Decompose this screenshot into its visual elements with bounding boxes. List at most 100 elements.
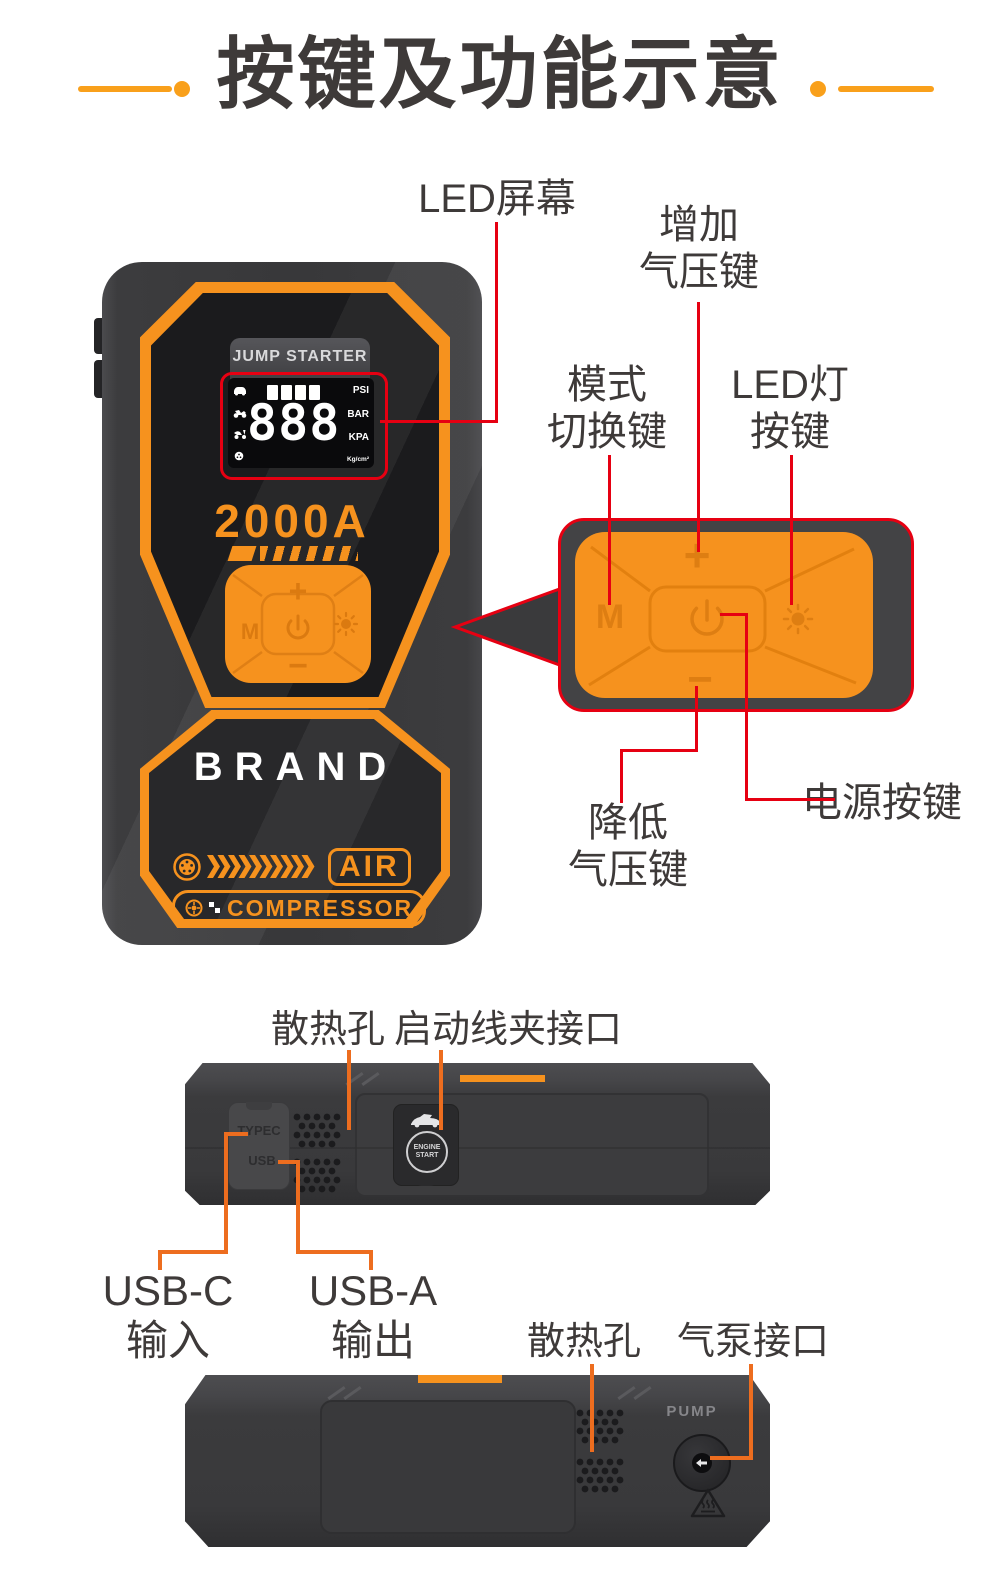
vent-holes	[576, 1409, 624, 1444]
front-plus-button: +	[289, 573, 308, 609]
side-orange-trim	[460, 1075, 545, 1082]
logo-air-text: AIR	[328, 848, 411, 886]
vent-holes	[293, 1158, 341, 1193]
zoom-pointer-triangle	[450, 584, 567, 670]
ball-icon	[234, 451, 244, 461]
stripe-block	[227, 546, 257, 561]
hot-surface-warning-icon	[690, 1488, 726, 1518]
zoom-power-icon	[690, 599, 724, 636]
callout-bottom-vent: 散热孔	[526, 1321, 642, 1363]
typec-port-label: TYPEC	[237, 1123, 281, 1138]
callout-decrease-pressure: 降低 气压键	[568, 801, 688, 893]
zoom-light-icon	[782, 603, 814, 635]
port-tab	[414, 1177, 438, 1186]
jump-starter-bottom-view: PUMP	[185, 1375, 770, 1547]
callout-line-clamp	[439, 1050, 443, 1130]
callout-line-usba-v2	[369, 1250, 373, 1270]
callout-line-usbc-h1	[224, 1132, 248, 1136]
title-deco-line-right	[838, 86, 934, 92]
lcd-units: PSI BAR KPA Kg/cm²	[340, 378, 374, 468]
motorcycle-icon	[233, 409, 247, 418]
side-seam	[185, 1147, 770, 1149]
bottom-orange-trim	[418, 1375, 502, 1383]
callout-line-power-h2	[745, 798, 835, 801]
car-icon	[234, 387, 246, 396]
jump-starter-side-view: TYPEC USB	[185, 1063, 770, 1205]
peak-current-text: 2000A	[214, 495, 370, 547]
gear-icon	[185, 899, 203, 917]
lcd-digits: 888	[247, 394, 341, 452]
callout-line-power-h1	[720, 613, 748, 616]
brand-text: BRAND	[193, 745, 399, 789]
front-minus-button: −	[288, 647, 308, 683]
scooter-icon	[234, 430, 246, 440]
pump-connector	[673, 1434, 731, 1492]
callout-line-usbc-v2	[158, 1250, 162, 1270]
callout-line-pump-v	[749, 1364, 753, 1460]
callout-line-usbc-h2	[158, 1250, 228, 1254]
engine-start-socket: ENGINE START	[406, 1131, 448, 1173]
callout-power-button: 电源按键	[802, 781, 962, 825]
wheel-icon	[173, 853, 201, 881]
callout-line-decrease-v1	[695, 686, 698, 752]
hazard-stripes	[260, 546, 358, 561]
callout-line-led-screen-h	[380, 420, 498, 423]
pump-port-label: PUMP	[666, 1403, 718, 1420]
vent-holes	[293, 1113, 341, 1148]
bottom-center-panel	[320, 1400, 576, 1534]
callout-line-led-light	[790, 455, 793, 605]
unit-kpa: KPA	[348, 432, 369, 444]
callout-line-power-v	[745, 613, 748, 801]
zoom-power-button-outline	[648, 585, 767, 653]
callout-line-decrease-v2	[620, 749, 623, 803]
callout-mid-vent: 散热孔	[270, 1009, 386, 1051]
callout-line-usbc-v1	[224, 1132, 228, 1254]
lcd-mode-icons	[228, 378, 247, 468]
callout-pump-port: 气泵接口	[676, 1321, 830, 1363]
jump-starter-front-view: JUMP STARTER 888 PSI BAR KPA Kg/cm² 2000…	[102, 262, 482, 945]
callout-usb-c: USB-C 输入	[102, 1267, 234, 1364]
callout-mode-switch: 模式 切换键	[547, 363, 667, 455]
callout-line-usba-h2	[296, 1250, 373, 1254]
side-button	[94, 360, 104, 398]
jumper-clamp-port: ENGINE START	[393, 1104, 459, 1186]
side-button	[94, 318, 104, 354]
front-button-pad: + M −	[225, 565, 371, 683]
callout-line-decrease-h	[620, 749, 698, 752]
title-deco-line-left	[78, 86, 172, 92]
front-power-icon	[286, 614, 310, 640]
callout-line-usba-h1	[278, 1160, 300, 1164]
front-light-icon	[333, 611, 359, 637]
callout-line-mode	[608, 455, 611, 605]
callout-increase-pressure: 增加 气压键	[639, 203, 759, 295]
arrow-left-icon	[696, 1459, 707, 1467]
zoom-minus-button: −	[687, 655, 713, 704]
logo-compressor-text: COMPRESSOR	[227, 894, 414, 921]
front-mode-button: M	[241, 619, 259, 644]
callout-line-increase	[697, 302, 700, 552]
brand-panel	[149, 719, 441, 919]
unit-bar: BAR	[347, 408, 369, 420]
chevron-arrows-icon	[207, 855, 315, 879]
lcd-display: 888 PSI BAR KPA Kg/cm²	[228, 378, 374, 468]
car-hood-icon	[411, 1114, 441, 1128]
flap-tab	[246, 1102, 272, 1110]
callout-line-pump-h	[710, 1456, 753, 1460]
callout-line-led-screen-v	[495, 222, 498, 422]
battery-bar	[267, 385, 279, 400]
unit-psi: PSI	[352, 385, 369, 396]
usb-port-label: USB	[248, 1153, 276, 1168]
unit-kgcm2: Kg/cm²	[346, 455, 369, 463]
lcd-highlight-box	[220, 372, 388, 480]
battery-bar	[295, 385, 307, 400]
callout-clamp-port: 启动线夹接口	[393, 1009, 623, 1051]
checker-icon	[209, 902, 220, 913]
battery-bar	[309, 385, 321, 400]
callout-led-light: LED灯 按键	[731, 363, 849, 455]
callout-usb-a: USB-A 输出	[308, 1267, 438, 1364]
usb-port-cover: TYPEC USB	[228, 1102, 290, 1190]
title-deco-dot-right	[810, 81, 826, 97]
battery-bar	[281, 385, 293, 400]
callout-line-bottom-vent	[590, 1364, 594, 1452]
battery-bars	[267, 385, 321, 400]
